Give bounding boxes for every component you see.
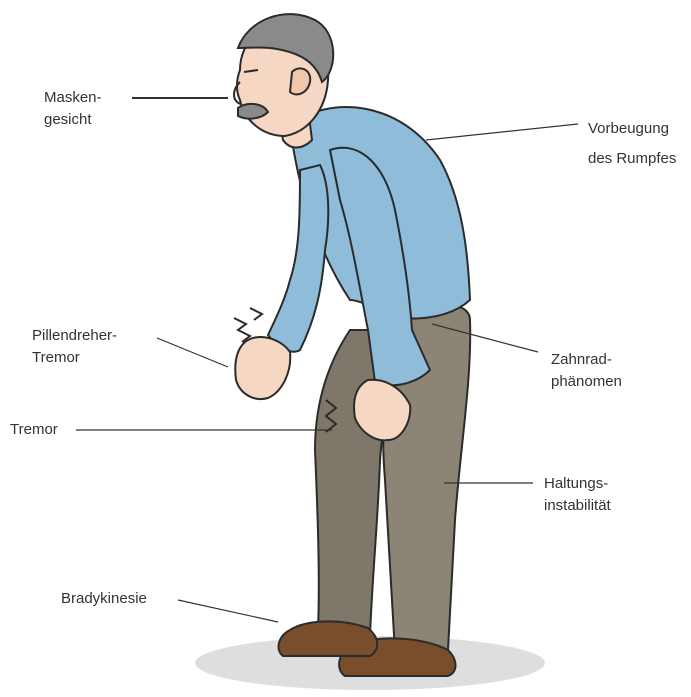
leader-vorbeugung (426, 124, 578, 140)
moustache (238, 104, 268, 119)
label-haltungsinstabilitaet: Haltungs- instabilität (544, 473, 611, 517)
label-zahnrad-line1: Zahnrad- (551, 349, 622, 371)
front-arm (268, 165, 328, 352)
label-pillendreher-line2: Tremor (32, 347, 117, 369)
label-zahnradphaenomen: Zahnrad- phänomen (551, 349, 622, 393)
label-maskengesicht-line2: gesicht (44, 109, 102, 131)
label-zahnrad-line2: phänomen (551, 371, 622, 393)
label-tremor-line1: Tremor (10, 419, 58, 441)
label-maskengesicht: Masken- gesicht (44, 87, 102, 131)
front-shoe (279, 621, 378, 656)
label-tremor: Tremor (10, 419, 58, 441)
label-haltung-line2: instabilität (544, 495, 611, 517)
front-hand (235, 337, 290, 399)
label-maskengesicht-line1: Masken- (44, 87, 102, 109)
label-vorbeugung-line2: des Rumpfes (588, 144, 676, 174)
label-pillendreher-line1: Pillendreher- (32, 325, 117, 347)
label-haltung-line1: Haltungs- (544, 473, 611, 495)
leader-brady (178, 600, 278, 622)
label-vorbeugung-line1: Vorbeugung (588, 114, 676, 144)
label-bradykinesie: Bradykinesie (61, 588, 147, 610)
label-pillendreher-tremor: Pillendreher- Tremor (32, 325, 117, 369)
label-bradykinesie-line1: Bradykinesie (61, 588, 147, 610)
leader-pillendreher (157, 338, 228, 367)
label-vorbeugung-des-rumpfes: Vorbeugung des Rumpfes (588, 114, 676, 174)
